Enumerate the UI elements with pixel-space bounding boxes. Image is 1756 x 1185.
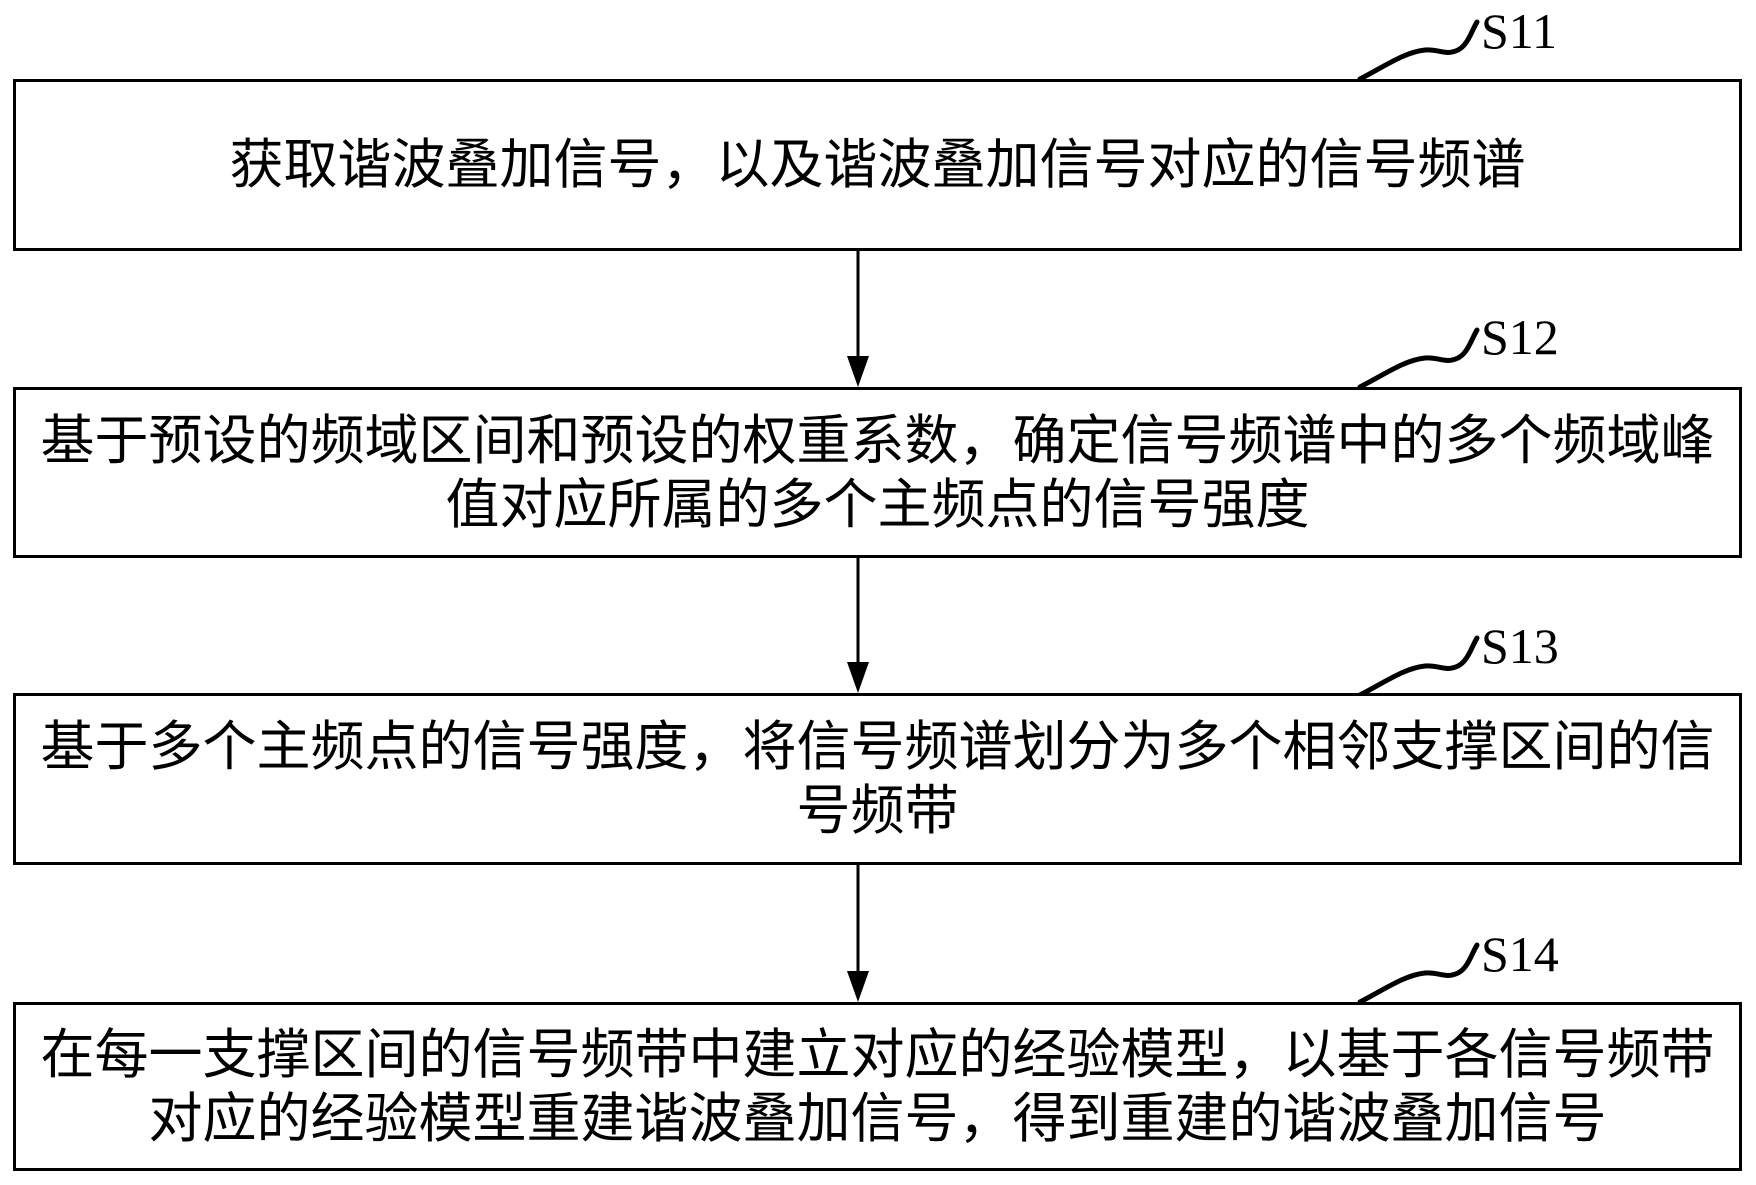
- step-text-s12: 基于预设的频域区间和预设的权重系数，确定信号频谱中的多个频域峰 值对应所属的多个…: [23, 409, 1733, 537]
- leader-squiggle-s14: [1357, 942, 1480, 1005]
- step-label-s12: S12: [1481, 309, 1559, 365]
- step-text-line: 基于预设的频域区间和预设的权重系数，确定信号频谱中的多个频域峰: [40, 408, 1715, 472]
- step-text-line: 号频带: [796, 779, 959, 842]
- step-label-s14: S14: [1481, 926, 1559, 982]
- step-text-s11: 获取谐波叠加信号，以及谐波叠加信号对应的信号频谱: [23, 133, 1733, 197]
- step-box-s11: 获取谐波叠加信号，以及谐波叠加信号对应的信号频谱: [13, 79, 1742, 251]
- step-text-s13: 基于多个主频点的信号强度，将信号频谱划分为多个相邻支撑区间的信 号频带: [23, 715, 1733, 843]
- step-label-s13: S13: [1481, 618, 1559, 674]
- step-text-s14: 在每一支撑区间的信号频带中建立对应的经验模型，以基于各信号频带 对应的经验模型重…: [23, 1023, 1733, 1151]
- step-box-s12: 基于预设的频域区间和预设的权重系数，确定信号频谱中的多个频域峰 值对应所属的多个…: [13, 387, 1742, 558]
- step-label-s11: S11: [1481, 3, 1557, 59]
- arrow-s11-to-s12: [847, 250, 869, 387]
- step-text-line: 值对应所属的多个主频点的信号强度: [445, 472, 1310, 536]
- arrow-s13-to-s14: [847, 864, 869, 1002]
- leader-squiggle-s13: [1357, 635, 1480, 698]
- step-box-s13: 基于多个主频点的信号强度，将信号频谱划分为多个相邻支撑区间的信 号频带: [13, 693, 1742, 865]
- step-text-line: 在每一支撑区间的信号频带中建立对应的经验模型，以基于各信号频带: [40, 1022, 1715, 1086]
- leader-squiggle-s12: [1357, 327, 1480, 390]
- step-box-s14: 在每一支撑区间的信号频带中建立对应的经验模型，以基于各信号频带 对应的经验模型重…: [13, 1002, 1742, 1171]
- arrow-s12-to-s13: [847, 557, 869, 693]
- step-text-line: 获取谐波叠加信号，以及谐波叠加信号对应的信号频谱: [229, 133, 1526, 196]
- step-text-line: 基于多个主频点的信号强度，将信号频谱划分为多个相邻支撑区间的信: [40, 715, 1715, 778]
- step-text-line: 对应的经验模型重建谐波叠加信号，得到重建的谐波叠加信号: [148, 1086, 1607, 1150]
- leader-squiggle-s11: [1357, 19, 1480, 82]
